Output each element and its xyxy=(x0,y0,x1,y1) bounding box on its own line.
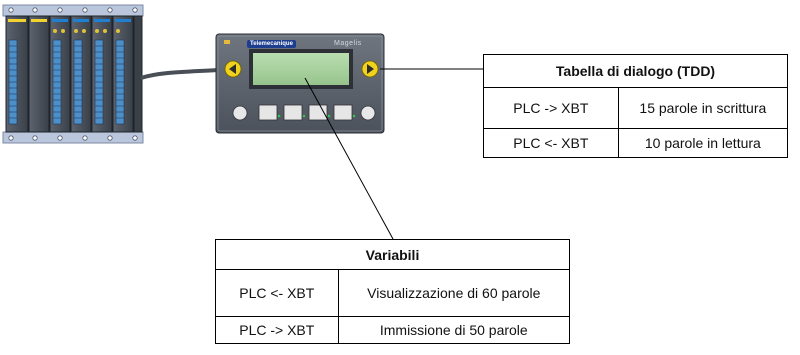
communication-cable xyxy=(140,68,219,80)
plc-module-cpu xyxy=(28,15,50,133)
plc-top-rail xyxy=(2,4,144,17)
variables-table: Variabili PLC <- XBT Visualizzazione di … xyxy=(215,239,571,344)
tdd-row-description: 10 parole in lettura xyxy=(617,128,789,158)
function-key-4 xyxy=(333,104,353,121)
function-key-1 xyxy=(258,104,278,121)
connector-to-variables xyxy=(304,77,394,240)
plc-rack xyxy=(2,4,144,144)
variables-row-direction: PLC <- XBT xyxy=(215,269,339,317)
lcd-display xyxy=(253,53,349,85)
left-arrow-key-icon xyxy=(224,60,242,78)
terminal-brand-label: Telemecanique xyxy=(247,40,296,48)
variables-row-description: Visualizzazione di 60 parole xyxy=(337,269,571,317)
function-key-3 xyxy=(308,104,328,121)
tdd-table: Tabella di dialogo (TDD) PLC -> XBT 15 p… xyxy=(483,54,789,158)
variables-row-description: Immissione di 50 parole xyxy=(337,316,571,344)
tdd-row-direction: PLC <- XBT xyxy=(483,128,619,158)
variables-row-direction: PLC -> XBT xyxy=(215,316,339,344)
terminal-model-label: Magelis xyxy=(334,40,362,47)
variables-table-title: Variabili xyxy=(215,239,570,270)
xbt-terminal xyxy=(215,33,385,134)
key-round-right xyxy=(360,105,376,121)
tdd-row-description: 15 parole in scrittura xyxy=(617,87,789,129)
function-key-2 xyxy=(283,104,303,121)
plc-bottom-rail xyxy=(2,131,144,144)
tdd-row-direction: PLC -> XBT xyxy=(483,87,619,129)
right-arrow-key-icon xyxy=(361,60,379,78)
plc-end-cap xyxy=(133,15,143,133)
tdd-table-title: Tabella di dialogo (TDD) xyxy=(483,54,788,88)
status-led-icon xyxy=(224,40,230,44)
key-round-left xyxy=(232,105,248,121)
